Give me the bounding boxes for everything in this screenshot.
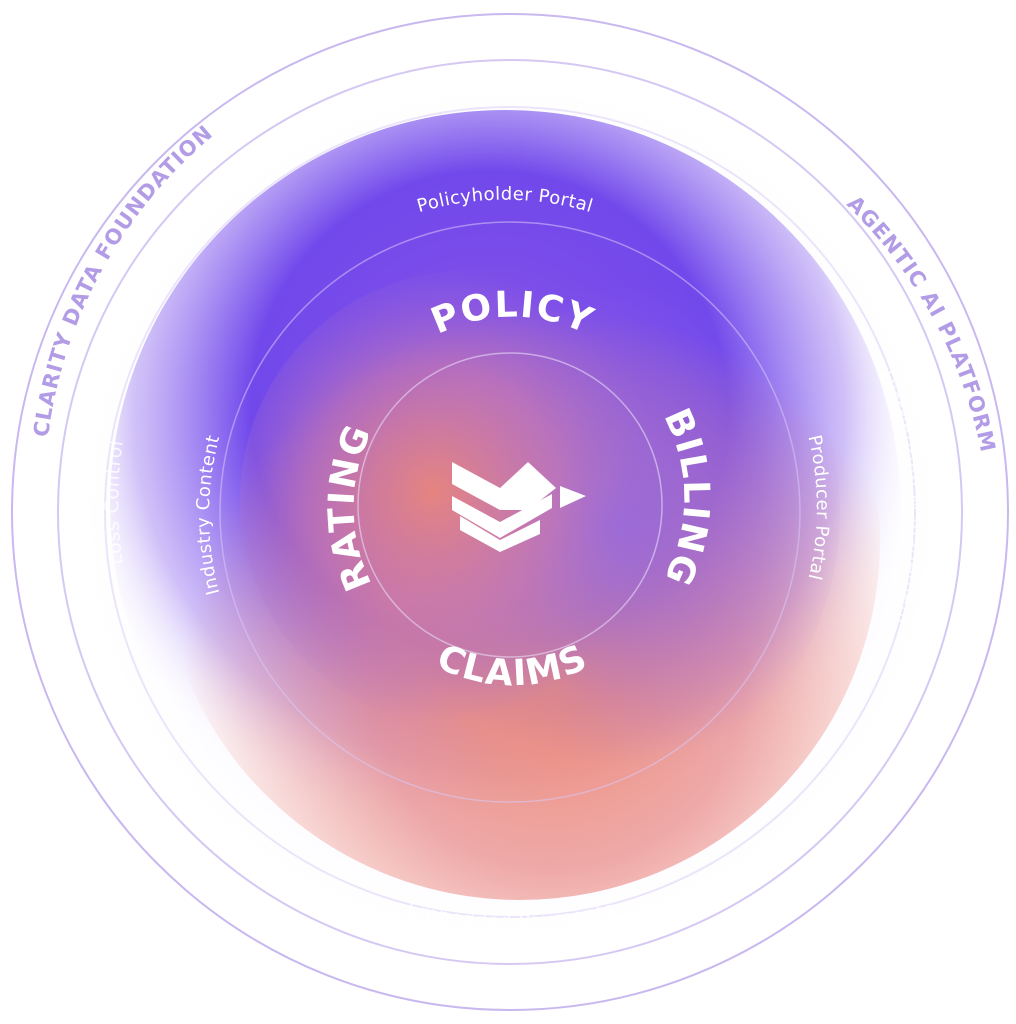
band-ring [57, 59, 963, 965]
logo-icon [452, 462, 586, 552]
third-ring-line [219, 221, 801, 803]
outer-ring [11, 13, 1009, 1011]
second-ring-line [104, 106, 916, 918]
second-ring-left-label: Loss Control [101, 438, 128, 566]
core-ring-line [357, 352, 663, 658]
glow-pink [240, 270, 700, 730]
